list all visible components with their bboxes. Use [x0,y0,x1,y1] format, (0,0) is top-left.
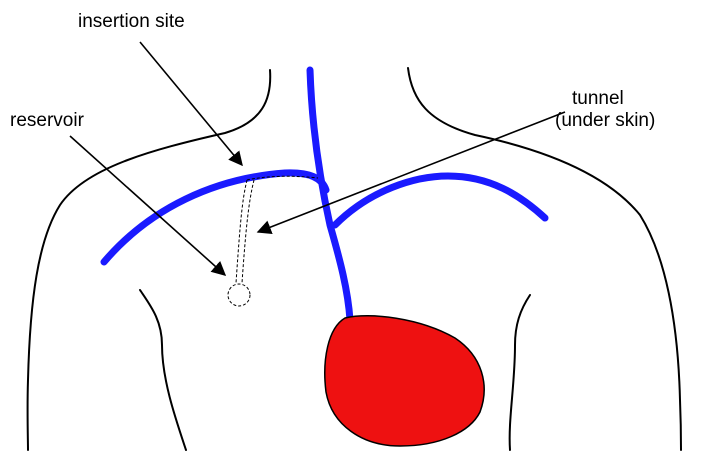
label-reservoir: reservoir [10,110,84,131]
left-subclavian-vein [104,173,326,262]
right-arm-outline [510,295,530,450]
right-subclavian-vein [335,176,545,225]
reservoir-port [228,284,250,306]
heart [325,316,484,446]
arrow-reservoir [70,136,225,275]
catheter-tunnel-line-a [236,180,247,283]
arrow-insertion-site [140,42,242,165]
left-arm-outline [140,290,186,450]
label-under-skin: (under skin) [555,110,655,131]
jugular-vena-cava [310,70,350,320]
label-tunnel: tunnel [572,88,624,109]
label-insertion-site: insertion site [78,11,185,32]
